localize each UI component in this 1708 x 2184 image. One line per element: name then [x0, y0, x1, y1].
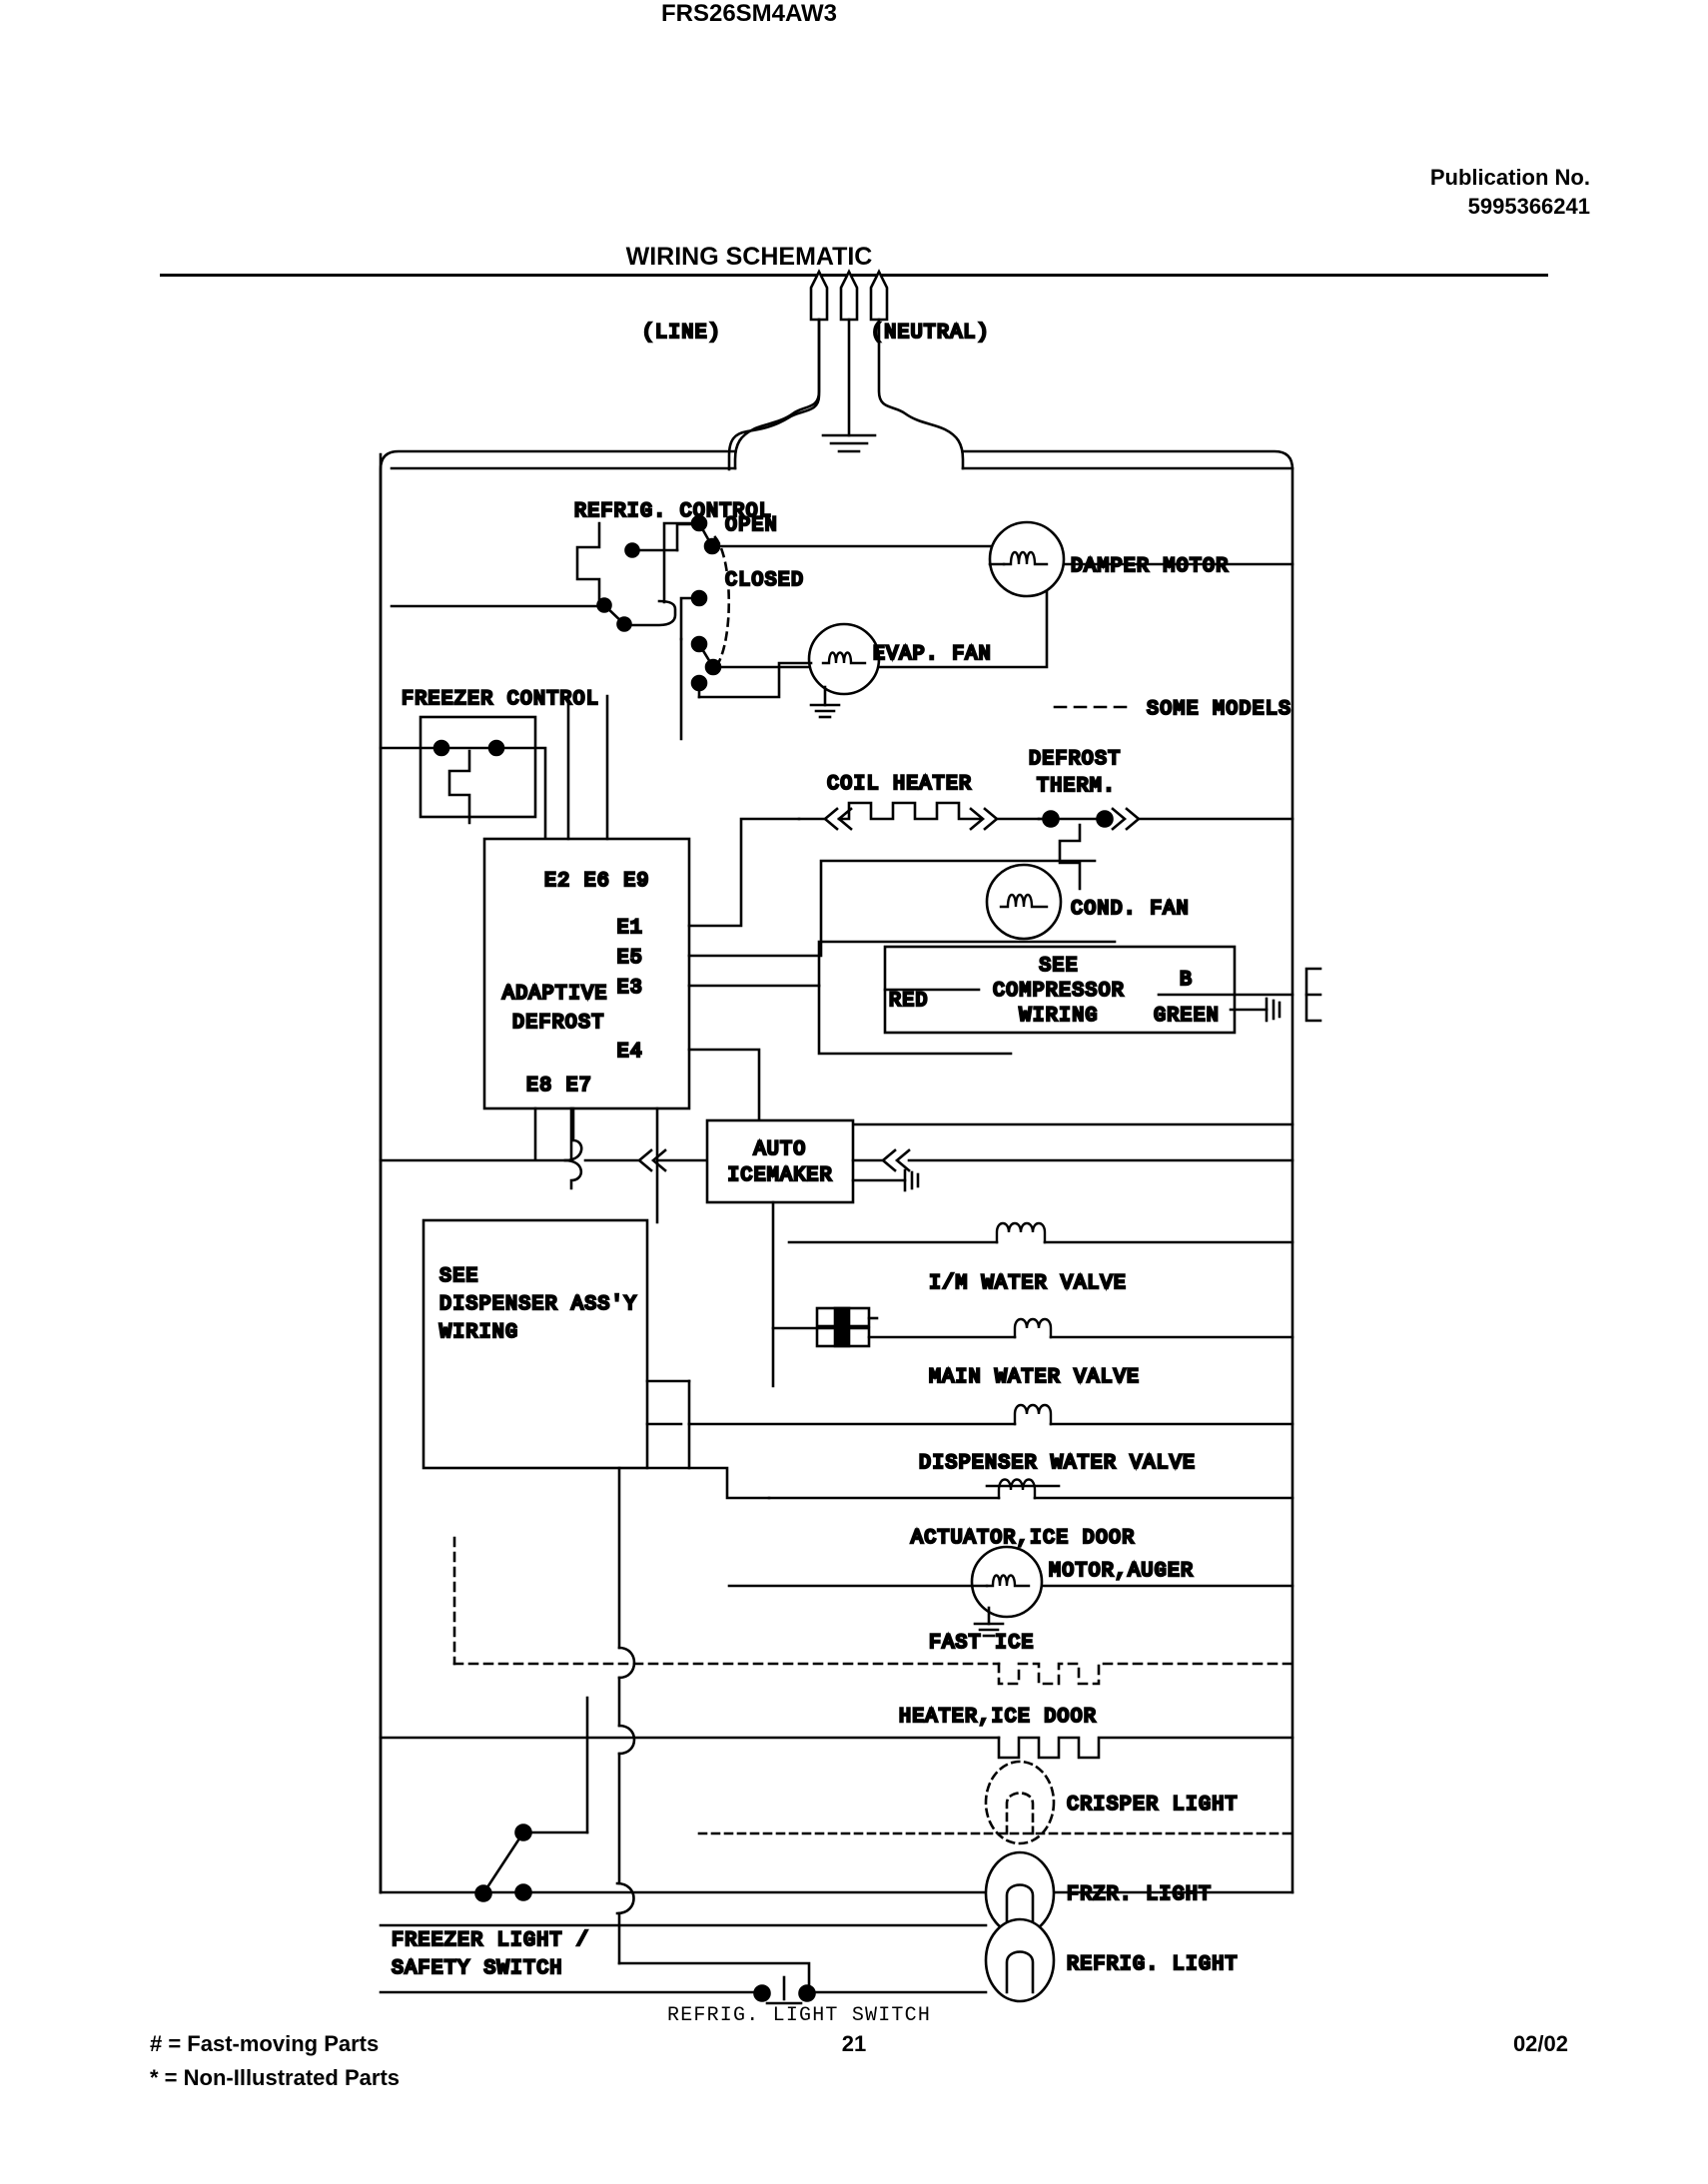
- main-water-valve: [771, 1306, 1294, 1348]
- heater-ice-door-label: HEATER,ICE DOOR: [899, 1706, 1097, 1729]
- auto-icemaker-box: [705, 1118, 855, 1204]
- legend-fast-moving: # = Fast-moving Parts: [150, 2031, 380, 2056]
- compressor-red-label: RED: [889, 990, 929, 1013]
- terminal-e3: E3: [617, 977, 643, 1000]
- terminal-e1: E1: [617, 917, 643, 940]
- wire-jump-icemaker: [563, 1106, 583, 1190]
- adaptive-terminals-top: E2 E6 E9: [544, 870, 650, 893]
- terminal-e4: E4: [617, 1041, 643, 1064]
- fast-ice-element: [452, 1662, 1294, 1686]
- defrost-thermostat: [1037, 807, 1294, 891]
- refrig-closed-label: CLOSED: [725, 569, 804, 592]
- defrost-therm-label-2: THERM.: [1037, 775, 1116, 798]
- damper-motor-label: DAMPER MOTOR: [1071, 555, 1229, 578]
- compressor-green-label: GREEN: [1154, 1005, 1220, 1028]
- im-water-valve: [787, 1221, 1294, 1244]
- legend-non-illustrated: * = Non-Illustrated Parts: [150, 2065, 401, 2090]
- publication-number: 5995366241: [1467, 194, 1590, 220]
- im-water-valve-label: I/M WATER VALVE: [929, 1272, 1127, 1295]
- compressor-line-1: SEE: [1039, 955, 1079, 978]
- cond-fan: [985, 863, 1063, 941]
- cabinet-outline: [379, 449, 1294, 1894]
- icemaker-line-2: ICEMAKER: [727, 1164, 833, 1187]
- terminal-e5: E5: [617, 947, 643, 970]
- model-number: FRS26SM4AW3: [660, 0, 838, 27]
- actuator-ice-door-label: ACTUATOR,ICE DOOR: [911, 1527, 1135, 1550]
- freezer-control-label: FREEZER CONTROL: [402, 688, 599, 711]
- freezer-light-safety-label-2: SAFETY SWITCH: [392, 1957, 563, 1980]
- dispenser-water-valve: [687, 1403, 1294, 1426]
- compressor-line-3: WIRING: [1019, 1005, 1098, 1028]
- actuator-ice-door: [767, 1478, 1294, 1500]
- publication-block: Publication No. 5995366241: [1430, 163, 1590, 222]
- freezer-light-safety-label-1: FREEZER LIGHT /: [392, 1929, 589, 1952]
- adaptive-terminals-bottom: E8 E7: [526, 1075, 592, 1097]
- dispenser-line-3: WIRING: [439, 1321, 518, 1344]
- adaptive-name-1: ADAPTIVE: [502, 983, 608, 1006]
- icemaker-leads: [771, 1148, 1294, 1388]
- heater-ice-door-element: [379, 1736, 1294, 1760]
- wire-hops: [615, 1646, 636, 1915]
- freezer-light-safety-switch[interactable]: [474, 1696, 589, 1902]
- neutral-label: (NEUTRAL): [871, 322, 990, 345]
- crisper-light-label: CRISPER LIGHT: [1067, 1794, 1239, 1817]
- ground-symbol-main: [821, 433, 877, 453]
- frzr-light: [379, 1850, 1056, 1936]
- motor-auger: [727, 1545, 1294, 1638]
- fast-ice-label: FAST ICE: [929, 1632, 1035, 1655]
- dispenser-leads: [645, 1379, 691, 1426]
- compressor-line-2: COMPRESSOR: [993, 980, 1125, 1003]
- header-divider: [160, 274, 1548, 277]
- supply-arrows: [809, 269, 889, 322]
- page-number: 21: [841, 2031, 867, 2056]
- refrig-light-switch-caption: REFRIG. LIGHT SWITCH: [667, 2004, 931, 2027]
- main-water-valve-label: MAIN WATER VALVE: [929, 1366, 1140, 1389]
- publication-date: 02/02: [1512, 2031, 1568, 2056]
- evap-fan-label: EVAP. FAN: [873, 643, 992, 666]
- adaptive-defrost-module: [482, 837, 691, 1110]
- right-bracket-symbol: [1304, 967, 1322, 1023]
- dispenser-line-1: SEE: [439, 1265, 479, 1288]
- line-label: (LINE): [642, 322, 721, 345]
- dispenser-assy-box: [422, 1218, 649, 1470]
- page-title: WIRING SCHEMATIC: [625, 243, 873, 271]
- refrig-open-label: OPEN: [725, 514, 778, 537]
- freezer-control-switch[interactable]: [379, 715, 547, 841]
- evap-fan: [697, 622, 881, 719]
- dispenser-line-2: DISPENSER ASS'Y: [439, 1293, 637, 1316]
- damper-motor: [988, 520, 1294, 598]
- cond-fan-label: COND. FAN: [1071, 898, 1190, 921]
- some-models-label: SOME MODELS: [1147, 698, 1291, 721]
- compressor-b-label: B: [1180, 969, 1193, 992]
- publication-label: Publication No.: [1429, 165, 1590, 190]
- adaptive-name-2: DEFROST: [512, 1012, 604, 1035]
- icemaker-line-1: AUTO: [754, 1138, 807, 1161]
- refrig-control-label: REFRIG. CONTROL: [574, 500, 772, 523]
- refrig-light-label: REFRIG. LIGHT: [1067, 1953, 1239, 1976]
- dispenser-water-valve-label: DISPENSER WATER VALVE: [919, 1452, 1196, 1475]
- refrig-light: [807, 1917, 1056, 2003]
- compressor-leads: [883, 988, 1294, 1023]
- crisper-light: [697, 1760, 1294, 1845]
- motor-auger-label: MOTOR,AUGER: [1049, 1560, 1194, 1583]
- frzr-light-label: FRZR. LIGHT: [1067, 1883, 1212, 1906]
- coil-heater-label: COIL HEATER: [827, 773, 972, 796]
- coil-heater-element: [797, 801, 1041, 831]
- refrig-light-switch[interactable]: [379, 1975, 816, 2005]
- defrost-therm-label-1: DEFROST: [1029, 748, 1121, 771]
